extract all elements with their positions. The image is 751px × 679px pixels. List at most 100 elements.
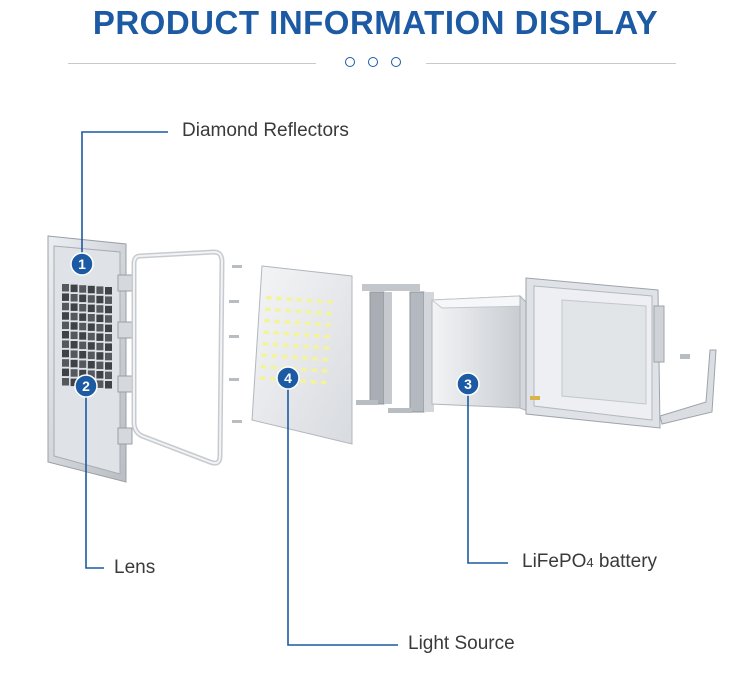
label-diamond-reflectors: Diamond Reflectors [182, 120, 349, 141]
svg-text:3: 3 [464, 376, 472, 392]
reflector-cell [62, 321, 69, 330]
svg-text:2: 2 [82, 378, 90, 394]
reflector-cell [62, 284, 69, 292]
reflector-cell [62, 349, 69, 358]
led-chip [292, 355, 298, 360]
reflector-cell [96, 342, 104, 351]
led-chip [276, 296, 282, 301]
led-chip [322, 357, 329, 362]
led-chip [317, 299, 323, 303]
reflector-cell [70, 294, 78, 302]
reflector-cell [62, 368, 69, 377]
reflector-cell [87, 285, 95, 294]
ornament-dot-3 [391, 57, 401, 67]
led-chip [301, 367, 307, 372]
led-chip [263, 330, 269, 334]
led-chip [269, 377, 276, 381]
led-chip [266, 296, 272, 300]
mounting-bar [659, 349, 717, 425]
led-chip [295, 309, 302, 314]
led-chip [314, 334, 320, 338]
callout-badge-4: 4 [276, 366, 300, 390]
reflector-cell [70, 303, 78, 311]
led-chip [326, 311, 332, 316]
reflector-cell [105, 287, 112, 295]
leader-lines [81, 131, 508, 646]
mounting-brackets [356, 284, 434, 413]
reflector-cell [87, 342, 95, 350]
label-lens: Lens [114, 557, 156, 578]
led-chip [285, 308, 291, 313]
led-chip [275, 308, 281, 312]
led-chip [313, 345, 319, 349]
callout-badge-3: 3 [456, 372, 480, 396]
reflector-cell [79, 332, 87, 340]
reflector-cell [96, 305, 104, 313]
reflector-cell [87, 361, 95, 369]
reflector-cell [79, 360, 87, 368]
label-lifepo4-battery: LiFePO4 battery [522, 551, 657, 573]
led-chip [315, 322, 321, 326]
ornament-dot-1 [345, 57, 355, 67]
reflector-cell [96, 361, 104, 370]
reflector-cell [70, 341, 78, 349]
ornament-dot-2 [368, 57, 378, 67]
led-chip [281, 354, 288, 359]
led-chip [312, 357, 318, 361]
led-chip [273, 331, 279, 335]
reflector-cell [96, 352, 104, 360]
rear-housing [525, 277, 665, 429]
callout-badge-2: 2 [74, 374, 98, 398]
led-chip [324, 334, 330, 339]
reflector-cell [105, 343, 112, 351]
reflector-cell [87, 323, 95, 331]
reflector-cell [62, 331, 69, 339]
reflector-cell [70, 378, 78, 387]
reflector-cell [62, 312, 69, 320]
led-chip [293, 332, 300, 337]
led-chip [304, 333, 310, 337]
reflector-cell [79, 322, 87, 331]
reflector-cell [105, 371, 112, 380]
reflector-cell [105, 324, 112, 333]
lifepo4-battery [430, 294, 532, 413]
led-chip [303, 344, 309, 349]
reflector-cell [62, 302, 69, 311]
led-chip [259, 376, 266, 380]
led-chip [302, 356, 308, 360]
reflector-cell [105, 296, 112, 304]
reflector-cell [79, 285, 87, 293]
reflector-cell [62, 340, 69, 348]
led-chip [316, 311, 322, 315]
reflector-cell [70, 359, 78, 368]
reflector-cell [105, 305, 112, 314]
label-battery-suffix: battery [593, 551, 658, 572]
led-chip [286, 297, 292, 301]
led-chip [325, 323, 331, 327]
led-chip [305, 310, 312, 314]
led-chip [296, 298, 303, 302]
led-chip [264, 319, 270, 323]
reflector-cell [87, 332, 95, 341]
led-chip [270, 365, 277, 370]
led-chip [306, 298, 313, 303]
reflector-cell [96, 314, 104, 323]
led-chip [274, 319, 280, 324]
screws-left [229, 265, 242, 423]
reflector-cell [70, 322, 78, 330]
led-chip [310, 380, 317, 384]
led-chip [262, 342, 268, 346]
reflector-cell [79, 369, 87, 378]
reflector-cell [79, 304, 87, 312]
led-chip [321, 369, 328, 373]
svg-text:4: 4 [284, 370, 292, 386]
led-chip [300, 379, 306, 383]
reflector-cell [62, 359, 69, 367]
leader-line-2 [85, 394, 104, 569]
separator-right [426, 63, 676, 64]
reflector-cell [87, 295, 95, 303]
label-battery-subscript: 4 [586, 555, 594, 570]
reflector-cell [79, 294, 87, 303]
reflector-cell [87, 351, 95, 360]
svg-text:1: 1 [78, 256, 86, 272]
